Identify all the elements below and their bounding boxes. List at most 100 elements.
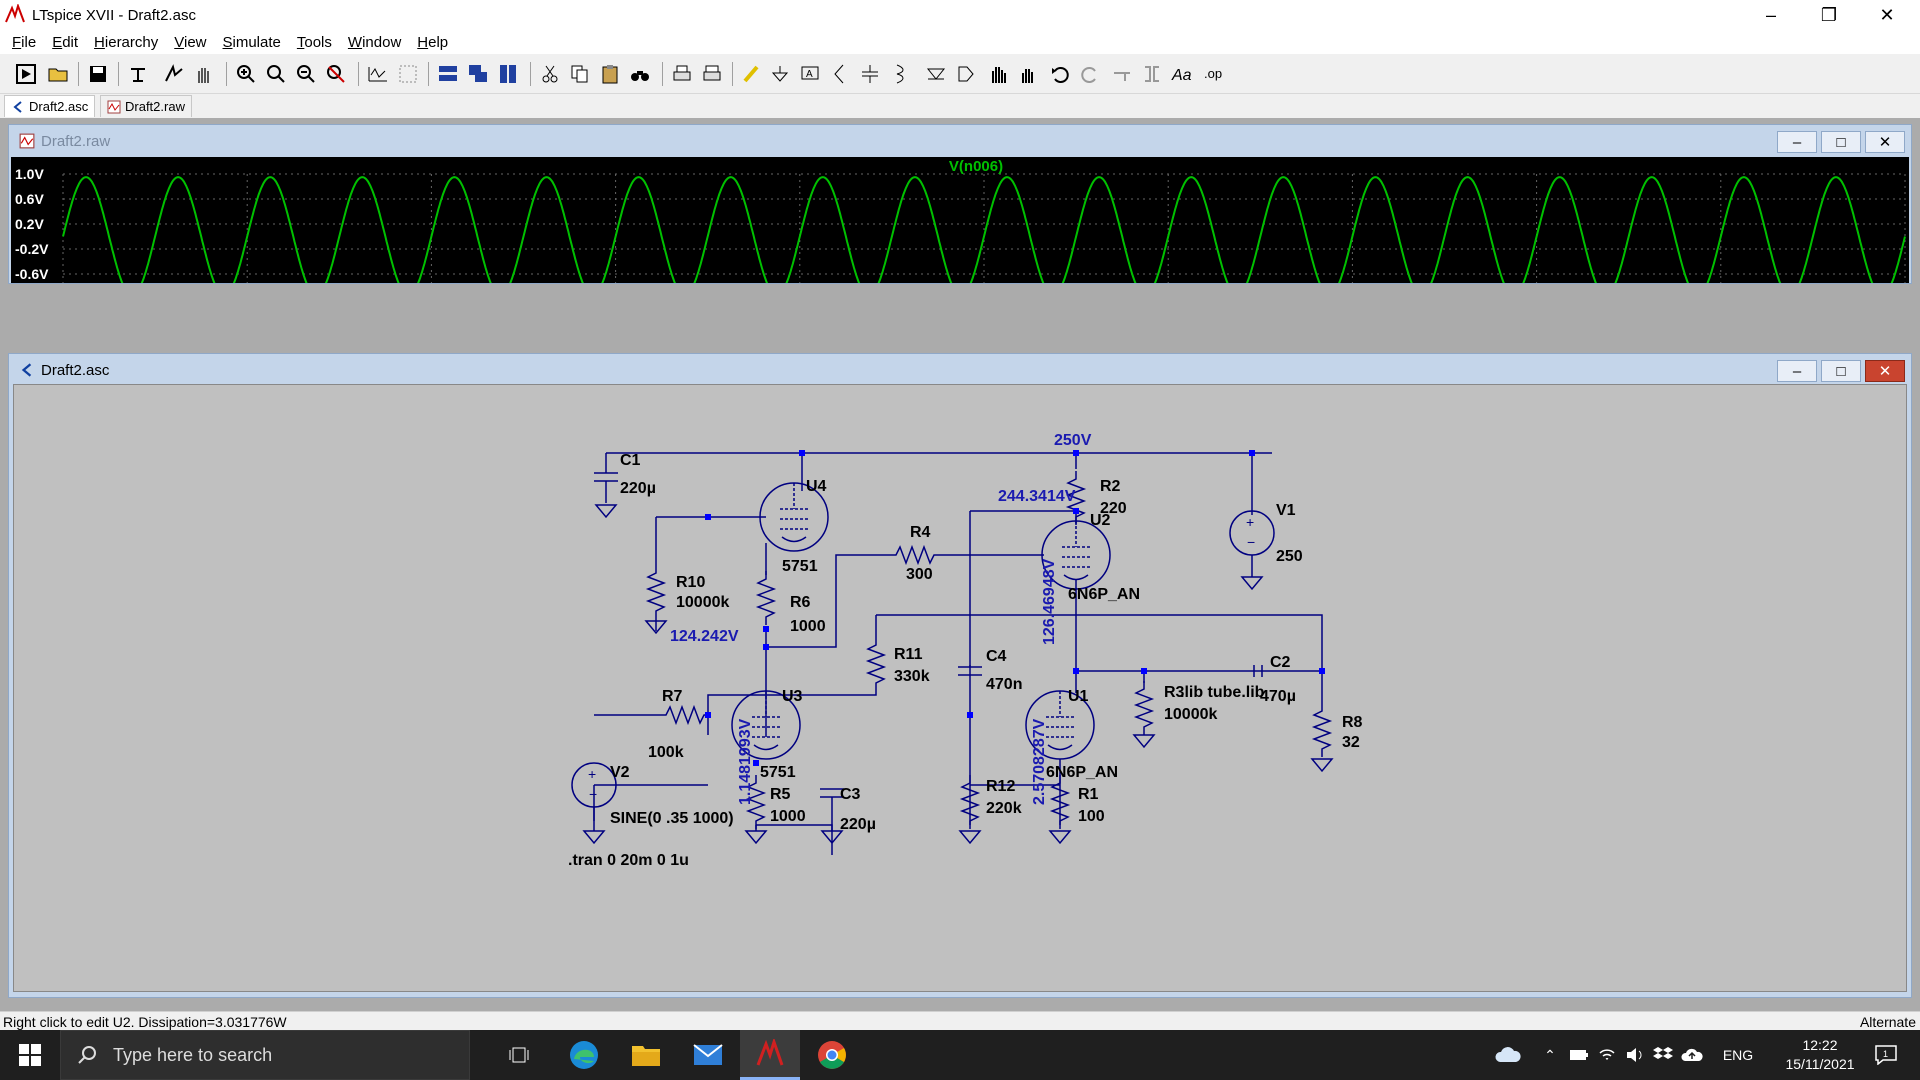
trace-v-n006 bbox=[62, 176, 1906, 283]
y-tick-label: 0.6V bbox=[15, 191, 44, 207]
onedrive-icon[interactable] bbox=[1678, 1030, 1706, 1080]
waveform-minimize-button[interactable]: – bbox=[1777, 131, 1817, 153]
component-icon[interactable] bbox=[952, 60, 980, 88]
ltspice-taskbar-icon[interactable] bbox=[740, 1030, 800, 1080]
text-icon[interactable]: Aa bbox=[1170, 60, 1198, 88]
waveform-window-titlebar[interactable]: Draft2.raw bbox=[9, 125, 1911, 157]
volume-icon[interactable] bbox=[1622, 1030, 1648, 1080]
show-hidden-icons-chevron-up-icon[interactable]: ⌃ bbox=[1544, 1046, 1556, 1063]
rotate-icon[interactable] bbox=[1108, 60, 1136, 88]
waveform-close-button[interactable]: ✕ bbox=[1865, 131, 1905, 153]
edge-browser-icon[interactable] bbox=[554, 1030, 614, 1080]
wifi-icon[interactable] bbox=[1594, 1030, 1620, 1080]
resistor-icon[interactable] bbox=[826, 60, 854, 88]
capacitor-icon[interactable] bbox=[856, 60, 884, 88]
resistor-r10 bbox=[647, 564, 665, 620]
comp-ref: U4 bbox=[806, 478, 827, 495]
task-view-icon[interactable] bbox=[490, 1030, 550, 1080]
close-button[interactable]: ✕ bbox=[1879, 4, 1895, 25]
comp-ref: R4 bbox=[910, 524, 931, 541]
start-button[interactable] bbox=[0, 1030, 60, 1080]
drag-hand-icon[interactable] bbox=[1014, 60, 1042, 88]
move-hand-icon[interactable] bbox=[984, 60, 1012, 88]
minimize-button[interactable]: – bbox=[1765, 4, 1776, 25]
copy-icon[interactable] bbox=[566, 60, 594, 88]
zoom-out-icon[interactable] bbox=[292, 60, 320, 88]
tab-draft2-raw[interactable]: Draft2.raw bbox=[100, 95, 192, 117]
comp-value: 250 bbox=[1276, 548, 1303, 565]
comp-ref: R3 bbox=[1164, 684, 1185, 701]
halt-icon[interactable] bbox=[160, 60, 188, 88]
schematic-window-titlebar[interactable]: Draft2.asc bbox=[9, 354, 1911, 386]
menu-edit[interactable]: Edit bbox=[52, 33, 79, 51]
cascade-icon[interactable] bbox=[464, 60, 492, 88]
tab-label: Draft2.raw bbox=[125, 99, 185, 114]
save-icon[interactable] bbox=[84, 60, 112, 88]
find-icon[interactable] bbox=[626, 60, 654, 88]
menu-hierarchy[interactable]: Hierarchy bbox=[94, 33, 159, 51]
file-explorer-icon[interactable] bbox=[616, 1030, 676, 1080]
weather-cloud-icon[interactable] bbox=[1490, 1030, 1526, 1080]
chrome-browser-icon[interactable] bbox=[802, 1030, 862, 1080]
draw-wire-icon[interactable] bbox=[738, 60, 766, 88]
print-icon[interactable] bbox=[668, 60, 696, 88]
waveform-icon bbox=[107, 100, 121, 113]
voltage-source-v2: +− bbox=[571, 762, 617, 844]
paste-icon[interactable] bbox=[596, 60, 624, 88]
comp-value: 6N6P_AN bbox=[1046, 764, 1118, 781]
toolbar: A Aa .op bbox=[0, 54, 1920, 94]
autorange-icon[interactable] bbox=[364, 60, 392, 88]
clock[interactable]: 12:22 15/11/2021 bbox=[1780, 1036, 1860, 1074]
menu-tools[interactable]: Tools bbox=[296, 33, 332, 51]
open-folder-icon[interactable] bbox=[44, 60, 72, 88]
control-panel-icon[interactable] bbox=[124, 60, 152, 88]
mirror-icon[interactable] bbox=[1138, 60, 1166, 88]
menu-window[interactable]: Window bbox=[347, 33, 402, 51]
language-indicator[interactable]: ENG bbox=[1722, 1047, 1754, 1063]
pan-hand-icon[interactable] bbox=[190, 60, 218, 88]
waveform-maximize-button[interactable]: □ bbox=[1821, 131, 1861, 153]
tile-vertical-icon[interactable] bbox=[494, 60, 522, 88]
cut-icon[interactable] bbox=[536, 60, 564, 88]
ground-icon[interactable] bbox=[766, 60, 794, 88]
comp-ref: R6 bbox=[790, 594, 811, 611]
zoom-in-icon[interactable] bbox=[232, 60, 260, 88]
diode-icon[interactable] bbox=[922, 60, 950, 88]
menu-file[interactable]: File bbox=[12, 33, 37, 51]
dropbox-icon[interactable] bbox=[1650, 1030, 1676, 1080]
comp-value: 10000k bbox=[1164, 706, 1217, 723]
restore-button[interactable]: ❐ bbox=[1820, 4, 1838, 25]
menu-help[interactable]: Help bbox=[417, 33, 449, 51]
grid-icon[interactable] bbox=[394, 60, 422, 88]
notifications-icon[interactable]: 1 bbox=[1866, 1030, 1906, 1080]
redo-icon[interactable] bbox=[1076, 60, 1104, 88]
inductor-icon[interactable] bbox=[886, 60, 914, 88]
comp-ref: C4 bbox=[986, 648, 1007, 665]
tile-horizontal-icon[interactable] bbox=[434, 60, 462, 88]
print-preview-icon[interactable] bbox=[698, 60, 726, 88]
spice-directive-icon[interactable]: .op bbox=[1200, 60, 1228, 88]
taskbar-search[interactable]: Type here to search bbox=[60, 1030, 470, 1080]
comp-value: 300 bbox=[906, 566, 933, 583]
battery-icon[interactable] bbox=[1566, 1030, 1592, 1080]
menu-simulate[interactable]: Simulate bbox=[222, 33, 281, 51]
comp-value: 220k bbox=[986, 800, 1022, 817]
waveform-plot[interactable]: 1.0V0.6V0.2V-0.2V-0.6V-1.0V V(n006) bbox=[11, 157, 1909, 283]
svg-text:Aa: Aa bbox=[1171, 67, 1192, 84]
schematic-canvas[interactable]: +− +− bbox=[13, 384, 1907, 992]
menu-view[interactable]: View bbox=[174, 33, 207, 51]
comp-ref: R8 bbox=[1342, 714, 1363, 731]
zoom-area-icon[interactable] bbox=[262, 60, 290, 88]
run-icon[interactable] bbox=[12, 60, 40, 88]
undo-icon[interactable] bbox=[1046, 60, 1074, 88]
search-icon bbox=[78, 1046, 96, 1064]
tab-draft2-asc[interactable]: Draft2.asc bbox=[4, 95, 96, 117]
taskbar: Type here to search ⌃ ENG 12:22 15/11/20… bbox=[0, 1030, 1920, 1080]
schematic-close-button[interactable]: ✕ bbox=[1865, 360, 1905, 382]
schematic-maximize-button[interactable]: □ bbox=[1821, 360, 1861, 382]
mail-icon[interactable] bbox=[678, 1030, 738, 1080]
comp-ref: R7 bbox=[662, 688, 683, 705]
zoom-fit-icon[interactable] bbox=[322, 60, 350, 88]
label-net-icon[interactable]: A bbox=[796, 60, 824, 88]
schematic-minimize-button[interactable]: – bbox=[1777, 360, 1817, 382]
